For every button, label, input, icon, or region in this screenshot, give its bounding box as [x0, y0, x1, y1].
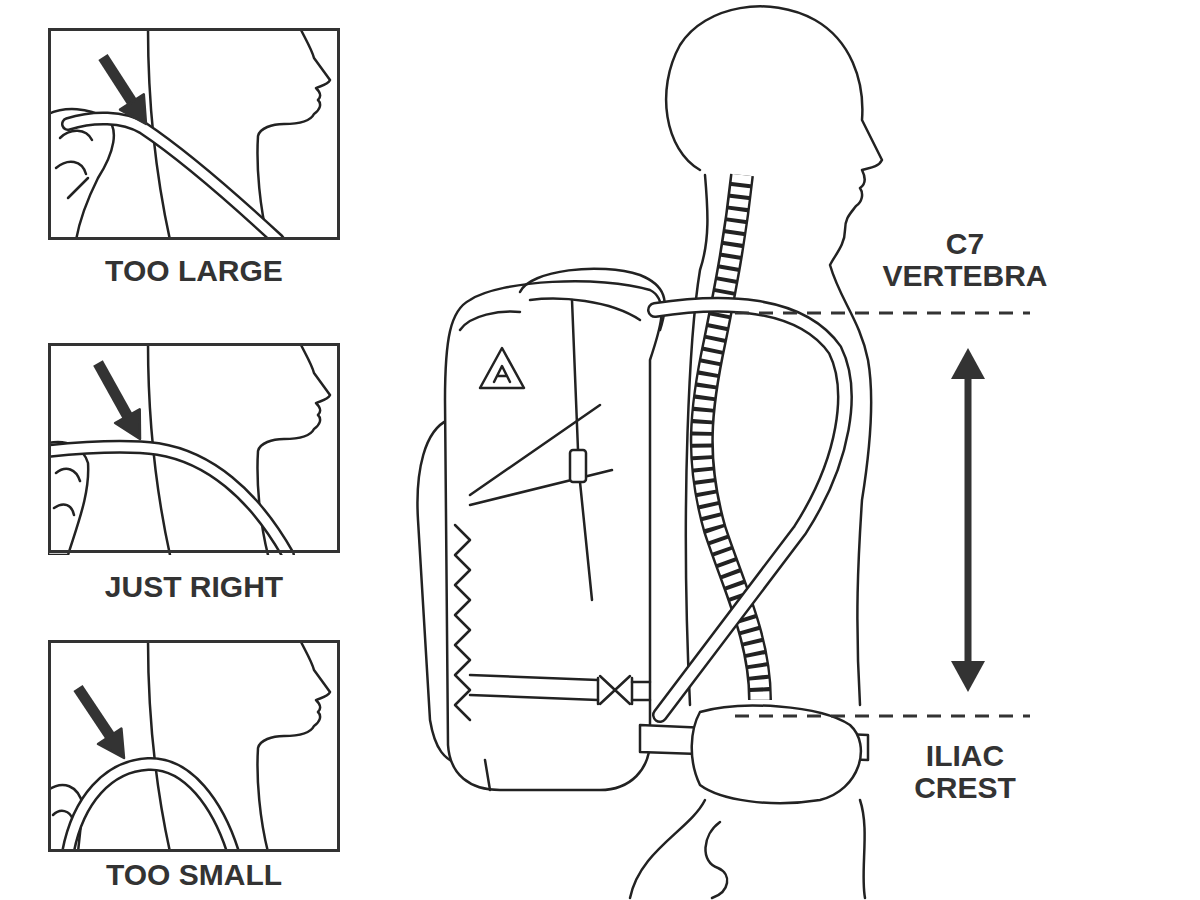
compression-strap	[470, 405, 612, 505]
shoulder-strap	[68, 764, 233, 852]
shoulder-strap-fill	[68, 764, 233, 852]
pointer-arrow-shaft	[98, 363, 128, 417]
inset-too-large	[48, 28, 330, 240]
face-profile	[257, 28, 330, 240]
torso-measure	[735, 313, 1030, 716]
logo-mark	[494, 366, 510, 382]
main-figure	[417, 6, 882, 898]
pack-top	[48, 109, 114, 240]
logo-triangle	[480, 348, 524, 388]
pull-loop	[485, 760, 490, 790]
hip-belt-pad	[692, 706, 861, 804]
pointer-arrow-head	[98, 729, 124, 758]
fit-panel: JUST RIGHT	[48, 343, 340, 553]
neck-line	[148, 640, 170, 852]
fit-panel: TOO SMALL	[48, 640, 340, 852]
shoulder-strap	[655, 305, 845, 715]
inset-just-right	[48, 343, 330, 555]
arrow-head	[951, 661, 985, 692]
sacrum	[705, 822, 727, 898]
pack-top	[48, 442, 88, 555]
arrow-head	[951, 348, 985, 379]
pelvis-outline	[630, 800, 705, 898]
pack-wrinkles	[54, 469, 80, 515]
shoulder-strap-fill	[68, 118, 278, 240]
pack-seam	[460, 312, 520, 330]
pointer-arrow-head	[120, 94, 146, 124]
pack-wrinkles	[53, 811, 73, 820]
face-profile	[257, 640, 330, 852]
fit-caption: JUST RIGHT	[31, 570, 357, 603]
pack-wrinkles	[56, 131, 92, 198]
c7-level-line	[735, 312, 1030, 315]
hip-outline	[860, 800, 865, 898]
roll-top	[520, 269, 665, 330]
pointer-arrow-shaft	[103, 57, 134, 105]
landmark-label: C7 VERTEBRA	[870, 228, 1060, 293]
pointer-arrow-head	[115, 409, 140, 439]
pointer-arrow-shaft	[78, 688, 110, 736]
backpack-body	[445, 281, 662, 790]
fit-caption: TOO LARGE	[31, 254, 357, 287]
hip-buckle	[598, 676, 632, 704]
torso-length-arrow	[965, 372, 972, 668]
roll-top-fold	[530, 299, 640, 320]
strap-buckle	[570, 450, 586, 482]
fit-caption: TOO SMALL	[31, 858, 357, 891]
shoulder-strap-fill	[655, 305, 845, 715]
fit-panel: TOO LARGE	[48, 28, 340, 240]
iliac-level-line	[735, 715, 1030, 718]
landmark-label: ILIAC CREST	[890, 740, 1040, 805]
shoulder-strap	[68, 118, 278, 240]
compression-cord	[455, 525, 470, 720]
inset-too-small	[48, 640, 330, 852]
head-body-outline	[666, 6, 882, 705]
shoulder-strap	[48, 447, 288, 555]
shoulder-strap-fill	[48, 447, 288, 555]
